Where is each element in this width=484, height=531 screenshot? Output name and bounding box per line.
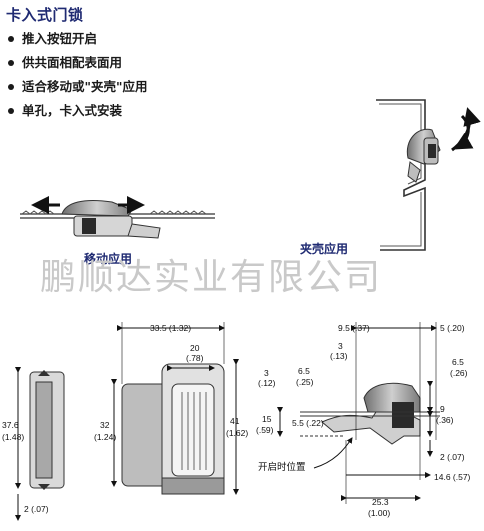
dim-9: 9 bbox=[440, 404, 445, 414]
feature-item: 单孔，卡入式安装 bbox=[8, 102, 148, 126]
clamshell-application-illustration bbox=[376, 99, 481, 251]
dim-height-mid-inch: (1.24) bbox=[94, 432, 116, 442]
dim-width-overall: 33.5 (1.32) bbox=[150, 323, 191, 333]
side-view-drawing: 9.5 (.37) 5 (.20) 3 (.13) 6.5 (.25) 6.5 … bbox=[256, 322, 471, 518]
dim-height-right-inch: (1.62) bbox=[226, 428, 248, 438]
page-title: 卡入式门锁 bbox=[6, 6, 84, 24]
dim-3-left: 3 bbox=[264, 368, 269, 378]
dim-6-5-right: 6.5 bbox=[452, 357, 464, 367]
feature-item: 供共面相配表面用 bbox=[8, 54, 148, 78]
caption-mobile: 移动应用 bbox=[84, 252, 133, 266]
dim-15: 15 bbox=[262, 414, 272, 424]
watermark-text: 鹏顺达实业有限公司 bbox=[40, 257, 383, 298]
dim-3-left-inch: (.12) bbox=[258, 378, 276, 388]
dim-14-6: 14.6 (.57) bbox=[434, 472, 471, 482]
feature-list: 推入按钮开启 供共面相配表面用 适合移动或"夹壳"应用 单孔，卡入式安装 bbox=[8, 30, 148, 126]
dim-3-inch: (.13) bbox=[330, 351, 348, 361]
dim-3: 3 bbox=[338, 341, 343, 351]
dim-9-inch: (.36) bbox=[436, 415, 454, 425]
dim-height-right: 41 bbox=[230, 416, 240, 426]
mobile-application-illustration bbox=[20, 196, 215, 239]
front-view-drawing: 33.5 (1.32) 20 (.78) 37.6 (1.48) 32 (1.2… bbox=[2, 322, 248, 521]
feature-text: 单孔，卡入式安装 bbox=[22, 103, 123, 118]
dim-2: 2 (.07) bbox=[440, 452, 465, 462]
dim-height-left-inch: (1.48) bbox=[2, 432, 24, 442]
dim-top-a: 9.5 (.37) bbox=[338, 323, 370, 333]
dim-25-3: 25.3 bbox=[372, 497, 389, 507]
feature-text: 供共面相配表面用 bbox=[22, 55, 123, 70]
dim-6-5-inch: (.25) bbox=[296, 377, 314, 387]
bullet-icon bbox=[8, 84, 14, 90]
dim-6-5-right-inch: (.26) bbox=[450, 368, 468, 378]
feature-item: 推入按钮开启 bbox=[8, 30, 148, 54]
dim-5-5: 5.5 (.22) bbox=[292, 418, 324, 428]
feature-item: 适合移动或"夹壳"应用 bbox=[8, 78, 148, 102]
dim-button-width: 20 bbox=[190, 343, 200, 353]
dim-25-3-inch: (1.00) bbox=[368, 508, 390, 518]
dim-top-b: 5 (.20) bbox=[440, 323, 465, 333]
dim-height-mid: 32 bbox=[100, 420, 110, 430]
bullet-icon bbox=[8, 108, 14, 114]
dim-15-inch: (.59) bbox=[256, 425, 274, 435]
feature-text: 推入按钮开启 bbox=[22, 31, 98, 46]
dim-height-left: 37.6 bbox=[2, 420, 19, 430]
feature-text: 适合移动或"夹壳"应用 bbox=[22, 79, 148, 94]
bullet-icon bbox=[8, 60, 14, 66]
dim-6-5: 6.5 bbox=[298, 366, 310, 376]
dim-button-width-inch: (.78) bbox=[186, 353, 204, 363]
open-position-label: 开启时位置 bbox=[258, 461, 306, 473]
caption-clamshell: 夹壳应用 bbox=[300, 242, 349, 256]
dim-bottom: 2 (.07) bbox=[24, 504, 49, 514]
bullet-icon bbox=[8, 36, 14, 42]
